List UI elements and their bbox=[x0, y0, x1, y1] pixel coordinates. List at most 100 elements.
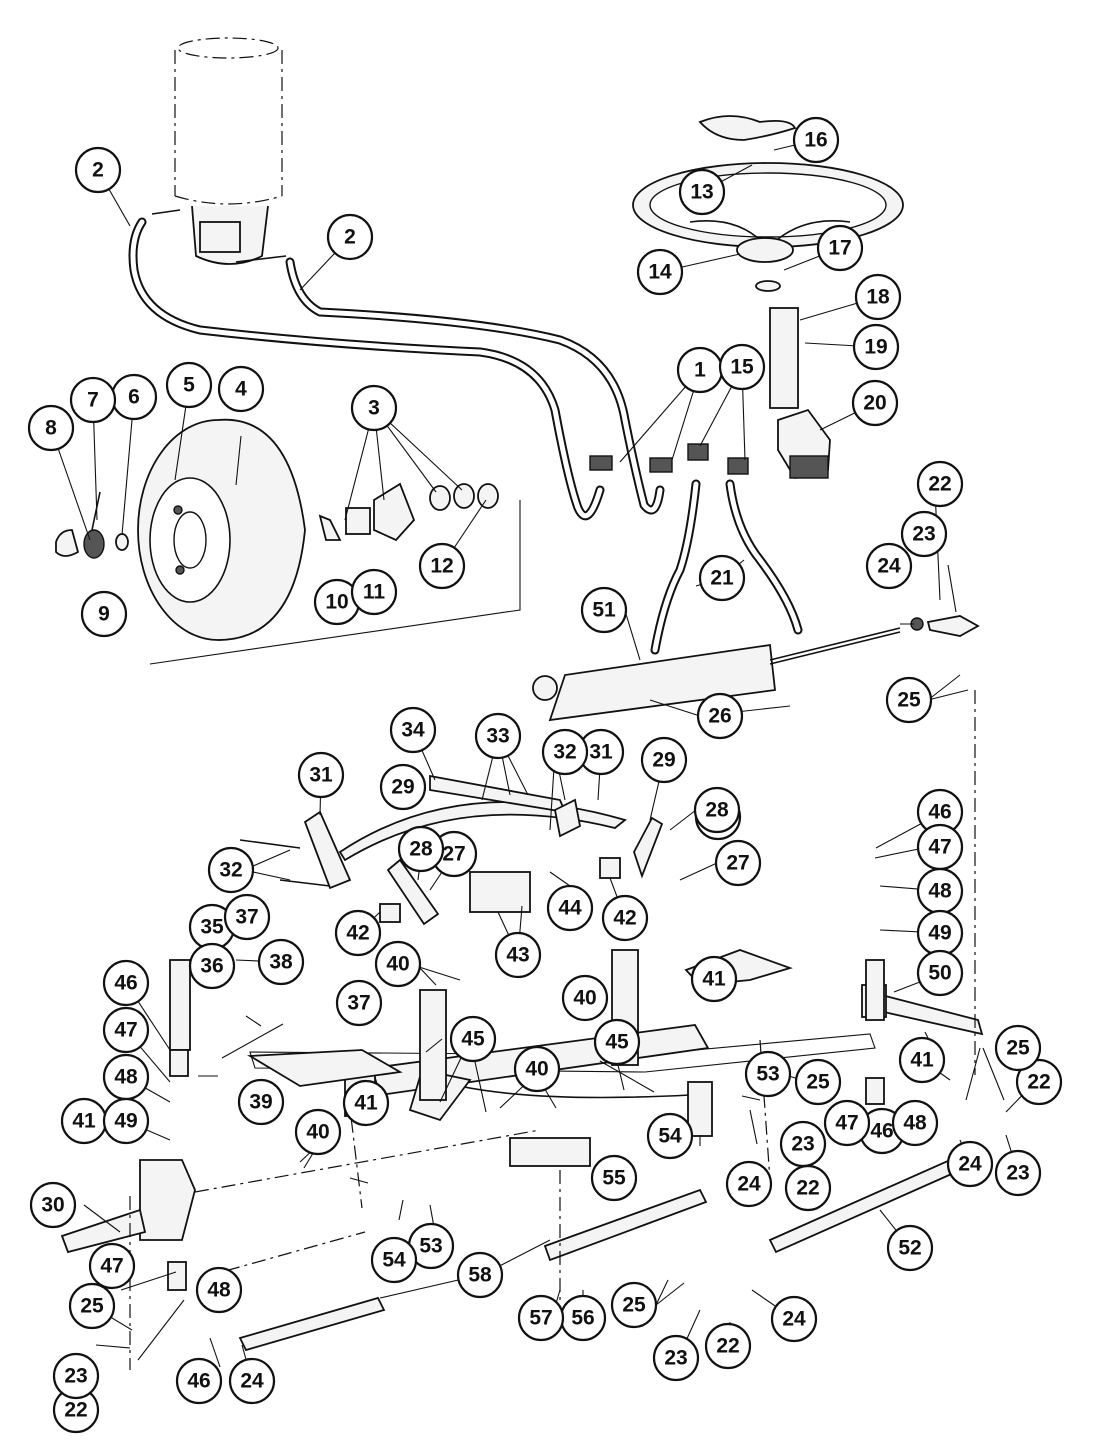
callout-1[interactable]: 1 bbox=[676, 346, 724, 394]
callout-45b[interactable]: 45 bbox=[593, 1018, 641, 1066]
callout-54b[interactable]: 54 bbox=[370, 1236, 418, 1284]
callout-25d[interactable]: 25 bbox=[610, 1281, 658, 1329]
callout-23d[interactable]: 23 bbox=[652, 1334, 700, 1382]
callout-31a[interactable]: 31 bbox=[297, 751, 345, 799]
callout-38[interactable]: 38 bbox=[257, 938, 305, 986]
callout-46d[interactable]: 46 bbox=[175, 1357, 223, 1405]
callout-57[interactable]: 57 bbox=[517, 1294, 565, 1342]
callout-52[interactable]: 52 bbox=[886, 1224, 934, 1272]
callout-32b[interactable]: 32 bbox=[207, 846, 255, 894]
callout-22d[interactable]: 22 bbox=[704, 1322, 752, 1370]
callout-51[interactable]: 51 bbox=[580, 586, 628, 634]
callout-6[interactable]: 6 bbox=[110, 373, 158, 421]
callout-32a[interactable]: 32 bbox=[541, 728, 589, 776]
callout-4[interactable]: 4 bbox=[217, 365, 265, 413]
callout-56[interactable]: 56 bbox=[559, 1294, 607, 1342]
callout-53a[interactable]: 53 bbox=[744, 1050, 792, 1098]
callout-40c[interactable]: 40 bbox=[513, 1045, 561, 1093]
callout-40b[interactable]: 40 bbox=[561, 974, 609, 1022]
callout-46a[interactable]: 46 bbox=[916, 788, 964, 836]
svg-text:36: 36 bbox=[200, 955, 223, 978]
callout-43[interactable]: 43 bbox=[494, 931, 542, 979]
callout-13[interactable]: 13 bbox=[678, 168, 726, 216]
callout-54a[interactable]: 54 bbox=[646, 1112, 694, 1160]
callout-30[interactable]: 30 bbox=[29, 1181, 77, 1229]
callout-42a[interactable]: 42 bbox=[601, 894, 649, 942]
callout-50[interactable]: 50 bbox=[916, 949, 964, 997]
callout-5[interactable]: 5 bbox=[165, 361, 213, 409]
callout-24e[interactable]: 24 bbox=[228, 1357, 276, 1405]
callout-25c[interactable]: 25 bbox=[994, 1024, 1042, 1072]
callout-24a[interactable]: 24 bbox=[865, 542, 913, 590]
callout-22c[interactable]: 22 bbox=[1015, 1058, 1063, 1106]
callout-24c[interactable]: 24 bbox=[946, 1140, 994, 1188]
callout-28b[interactable]: 28 bbox=[397, 825, 445, 873]
callout-25b[interactable]: 25 bbox=[794, 1058, 842, 1106]
callout-47a[interactable]: 47 bbox=[916, 823, 964, 871]
callout-49b[interactable]: 49 bbox=[102, 1097, 150, 1145]
callout-40d[interactable]: 40 bbox=[294, 1108, 342, 1156]
callout-8[interactable]: 8 bbox=[27, 404, 75, 452]
callout-55[interactable]: 55 bbox=[590, 1154, 638, 1202]
callout-47b[interactable]: 47 bbox=[823, 1099, 871, 1147]
callout-23b[interactable]: 23 bbox=[779, 1120, 827, 1168]
callout-58[interactable]: 58 bbox=[456, 1251, 504, 1299]
callout-9[interactable]: 9 bbox=[80, 590, 128, 638]
callout-46c[interactable]: 46 bbox=[102, 959, 150, 1007]
svg-text:40: 40 bbox=[386, 953, 409, 976]
callout-41c[interactable]: 41 bbox=[342, 1079, 390, 1127]
callout-47d[interactable]: 47 bbox=[88, 1242, 136, 1290]
callout-14[interactable]: 14 bbox=[636, 248, 684, 296]
callout-37b[interactable]: 37 bbox=[335, 979, 383, 1027]
callout-25e[interactable]: 25 bbox=[68, 1282, 116, 1330]
callout-16[interactable]: 16 bbox=[792, 116, 840, 164]
callout-7[interactable]: 7 bbox=[69, 376, 117, 424]
callout-17[interactable]: 17 bbox=[816, 224, 864, 272]
callout-22e[interactable]: 22 bbox=[52, 1386, 100, 1434]
callout-45a[interactable]: 45 bbox=[449, 1015, 497, 1063]
callout-22a[interactable]: 22 bbox=[916, 460, 964, 508]
callout-41b[interactable]: 41 bbox=[898, 1036, 946, 1084]
callout-48c[interactable]: 48 bbox=[102, 1053, 150, 1101]
callout-11[interactable]: 11 bbox=[350, 568, 398, 616]
callout-12[interactable]: 12 bbox=[418, 542, 466, 590]
callout-19[interactable]: 19 bbox=[852, 323, 900, 371]
callout-41d[interactable]: 41 bbox=[60, 1097, 108, 1145]
callout-48b[interactable]: 48 bbox=[891, 1099, 939, 1147]
callout-49a[interactable]: 49 bbox=[916, 909, 964, 957]
callout-25a[interactable]: 25 bbox=[885, 676, 933, 724]
callout-28a[interactable]: 28 bbox=[693, 786, 741, 834]
callout-18[interactable]: 18 bbox=[854, 273, 902, 321]
callout-2a[interactable]: 2 bbox=[74, 146, 122, 194]
callout-34[interactable]: 34 bbox=[389, 706, 437, 754]
callout-20[interactable]: 20 bbox=[851, 379, 899, 427]
callout-42b[interactable]: 42 bbox=[334, 909, 382, 957]
callout-33[interactable]: 33 bbox=[474, 712, 522, 760]
callout-2b[interactable]: 2 bbox=[326, 213, 374, 261]
callout-41a[interactable]: 41 bbox=[690, 955, 738, 1003]
callout-24d[interactable]: 24 bbox=[770, 1295, 818, 1343]
callout-37a[interactable]: 37 bbox=[223, 893, 271, 941]
callout-15[interactable]: 15 bbox=[718, 343, 766, 391]
callout-29b[interactable]: 29 bbox=[379, 763, 427, 811]
callout-3[interactable]: 3 bbox=[350, 384, 398, 432]
callout-39[interactable]: 39 bbox=[237, 1078, 285, 1126]
callout-10[interactable]: 10 bbox=[313, 578, 361, 626]
callout-47c[interactable]: 47 bbox=[102, 1006, 150, 1054]
callout-24b[interactable]: 24 bbox=[725, 1160, 773, 1208]
callout-21[interactable]: 21 bbox=[698, 554, 746, 602]
callout-53b[interactable]: 53 bbox=[407, 1222, 455, 1270]
callout-22b[interactable]: 22 bbox=[784, 1164, 832, 1212]
callout-29a[interactable]: 29 bbox=[640, 736, 688, 784]
callout-44[interactable]: 44 bbox=[546, 884, 594, 932]
callout-23a[interactable]: 23 bbox=[900, 510, 948, 558]
callout-48d[interactable]: 48 bbox=[195, 1266, 243, 1314]
callout-26[interactable]: 26 bbox=[696, 692, 744, 740]
callout-48a[interactable]: 48 bbox=[916, 867, 964, 915]
callout-40a[interactable]: 40 bbox=[374, 940, 422, 988]
callout-23e[interactable]: 23 bbox=[52, 1352, 100, 1400]
callout-23c[interactable]: 23 bbox=[994, 1149, 1042, 1197]
svg-text:23: 23 bbox=[664, 1347, 687, 1370]
callout-36[interactable]: 36 bbox=[188, 942, 236, 990]
callout-27b[interactable]: 27 bbox=[714, 839, 762, 887]
